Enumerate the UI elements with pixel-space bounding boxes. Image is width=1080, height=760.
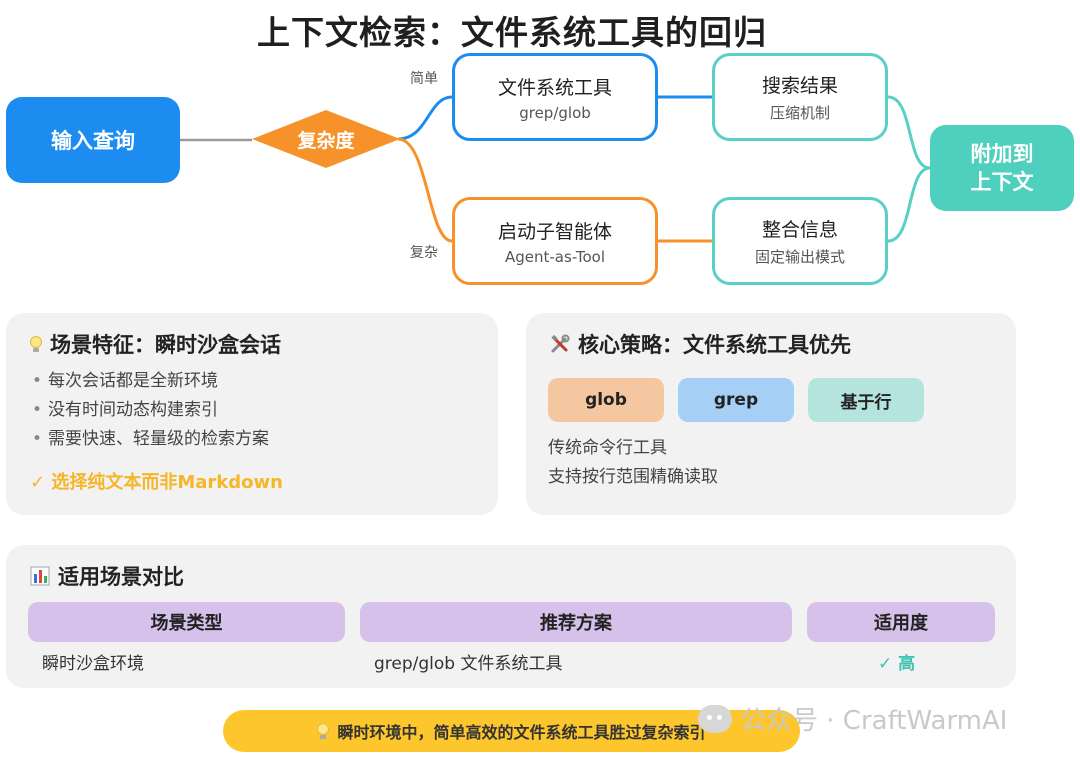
sub-agent-title: 启动子智能体 xyxy=(497,220,612,243)
lightbulb-icon xyxy=(317,723,330,739)
sub-agent-node: 启动子智能体 Agent-as-Tool xyxy=(452,197,658,285)
flow-connectors xyxy=(180,95,931,243)
scene-card: 场景特征：瞬时沙盒会话 •每次会话都是全新环境 •没有时间动态构建索引 •需要快… xyxy=(6,313,498,515)
scene-card-header: 场景特征：瞬时沙盒会话 xyxy=(30,329,281,359)
strategy-card-header: 核心策略：文件系统工具优先 xyxy=(550,329,851,359)
bullet-text: 需要快速、轻量级的检索方案 xyxy=(48,429,270,449)
table-header-fitness: 适用度 xyxy=(807,602,995,642)
bar-chart-icon xyxy=(30,566,50,586)
search-result-sub: 压缩机制 xyxy=(769,104,830,122)
scene-card-title: 场景特征：瞬时沙盒会话 xyxy=(50,333,281,357)
connector-simple xyxy=(397,95,453,141)
list-item: •需要快速、轻量级的检索方案 xyxy=(32,429,270,449)
lightbulb-icon xyxy=(30,336,42,352)
page-title: 上下文检索：文件系统工具的回归 xyxy=(257,13,767,52)
input-query-node: 输入查询 xyxy=(6,97,180,183)
output-line1: 附加到 xyxy=(970,142,1034,166)
table-cell-fitness: ✓ 高 xyxy=(878,654,916,674)
table-cell-scene: 瞬时沙盒环境 xyxy=(42,654,144,674)
tools-icon xyxy=(551,334,570,353)
connector-complex xyxy=(397,137,453,243)
compare-card-header: 适用场景对比 xyxy=(30,561,184,591)
sub-agent-sub: Agent-as-Tool xyxy=(505,247,605,266)
branch-complex-label: 复杂 xyxy=(410,245,438,261)
fs-tool-title: 文件系统工具 xyxy=(497,76,612,99)
pill-glob: glob xyxy=(548,378,664,422)
table-header-scene: 场景类型 xyxy=(28,602,345,642)
strategy-card-title: 核心策略：文件系统工具优先 xyxy=(578,333,851,357)
decision-diamond xyxy=(252,110,400,168)
output-context-node: 附加到 上下文 xyxy=(930,125,1074,211)
strategy-line-2: 支持按行范围精确读取 xyxy=(548,467,718,487)
scene-highlight: ✓ 选择纯文本而非Markdown xyxy=(30,472,283,493)
watermark-text: 公众号 · CraftWarmAI xyxy=(740,706,1008,736)
search-result-title: 搜索结果 xyxy=(761,75,838,97)
banner-text: 瞬时环境中，简单高效的文件系统工具胜过复杂索引 xyxy=(337,723,706,742)
compare-card: 适用场景对比 场景类型 推荐方案 适用度 瞬时沙盒环境 grep/glob 文件… xyxy=(6,545,1016,688)
connector-merge-output xyxy=(887,166,931,243)
fs-tool-node: 文件系统工具 grep/glob xyxy=(452,53,658,141)
bullet-text: 没有时间动态构建索引 xyxy=(48,400,219,420)
watermark: 公众号 · CraftWarmAI xyxy=(698,700,1007,737)
search-result-node: 搜索结果 压缩机制 xyxy=(712,53,888,141)
bullet-text: 每次会话都是全新环境 xyxy=(48,371,219,391)
connector-search-output xyxy=(887,95,931,170)
fs-tool-sub: grep/glob xyxy=(519,103,591,122)
table-cell-solution: grep/glob 文件系统工具 xyxy=(374,654,563,674)
merge-info-title: 整合信息 xyxy=(761,219,838,241)
strategy-line-1: 传统命令行工具 xyxy=(548,438,667,458)
decision-label: 复杂度 xyxy=(297,129,355,152)
pill-line-based: 基于行 xyxy=(808,378,924,422)
pill-grep: grep xyxy=(678,378,794,422)
table-header-solution: 推荐方案 xyxy=(360,602,792,642)
list-item: •每次会话都是全新环境 xyxy=(32,371,219,391)
branch-simple-label: 简单 xyxy=(410,71,438,87)
wechat-icon xyxy=(698,704,732,733)
merge-info-node: 整合信息 固定输出模式 xyxy=(712,197,888,285)
merge-info-sub: 固定输出模式 xyxy=(754,248,845,266)
list-item: •没有时间动态构建索引 xyxy=(32,400,219,420)
input-query-label: 输入查询 xyxy=(51,129,135,153)
strategy-card: 核心策略：文件系统工具优先 glob grep 基于行 传统命令行工具 支持按行… xyxy=(526,313,1016,515)
output-line2: 上下文 xyxy=(970,170,1034,194)
compare-card-title: 适用场景对比 xyxy=(58,565,184,589)
scene-bullet-list: •每次会话都是全新环境 •没有时间动态构建索引 •需要快速、轻量级的检索方案 xyxy=(32,367,269,454)
